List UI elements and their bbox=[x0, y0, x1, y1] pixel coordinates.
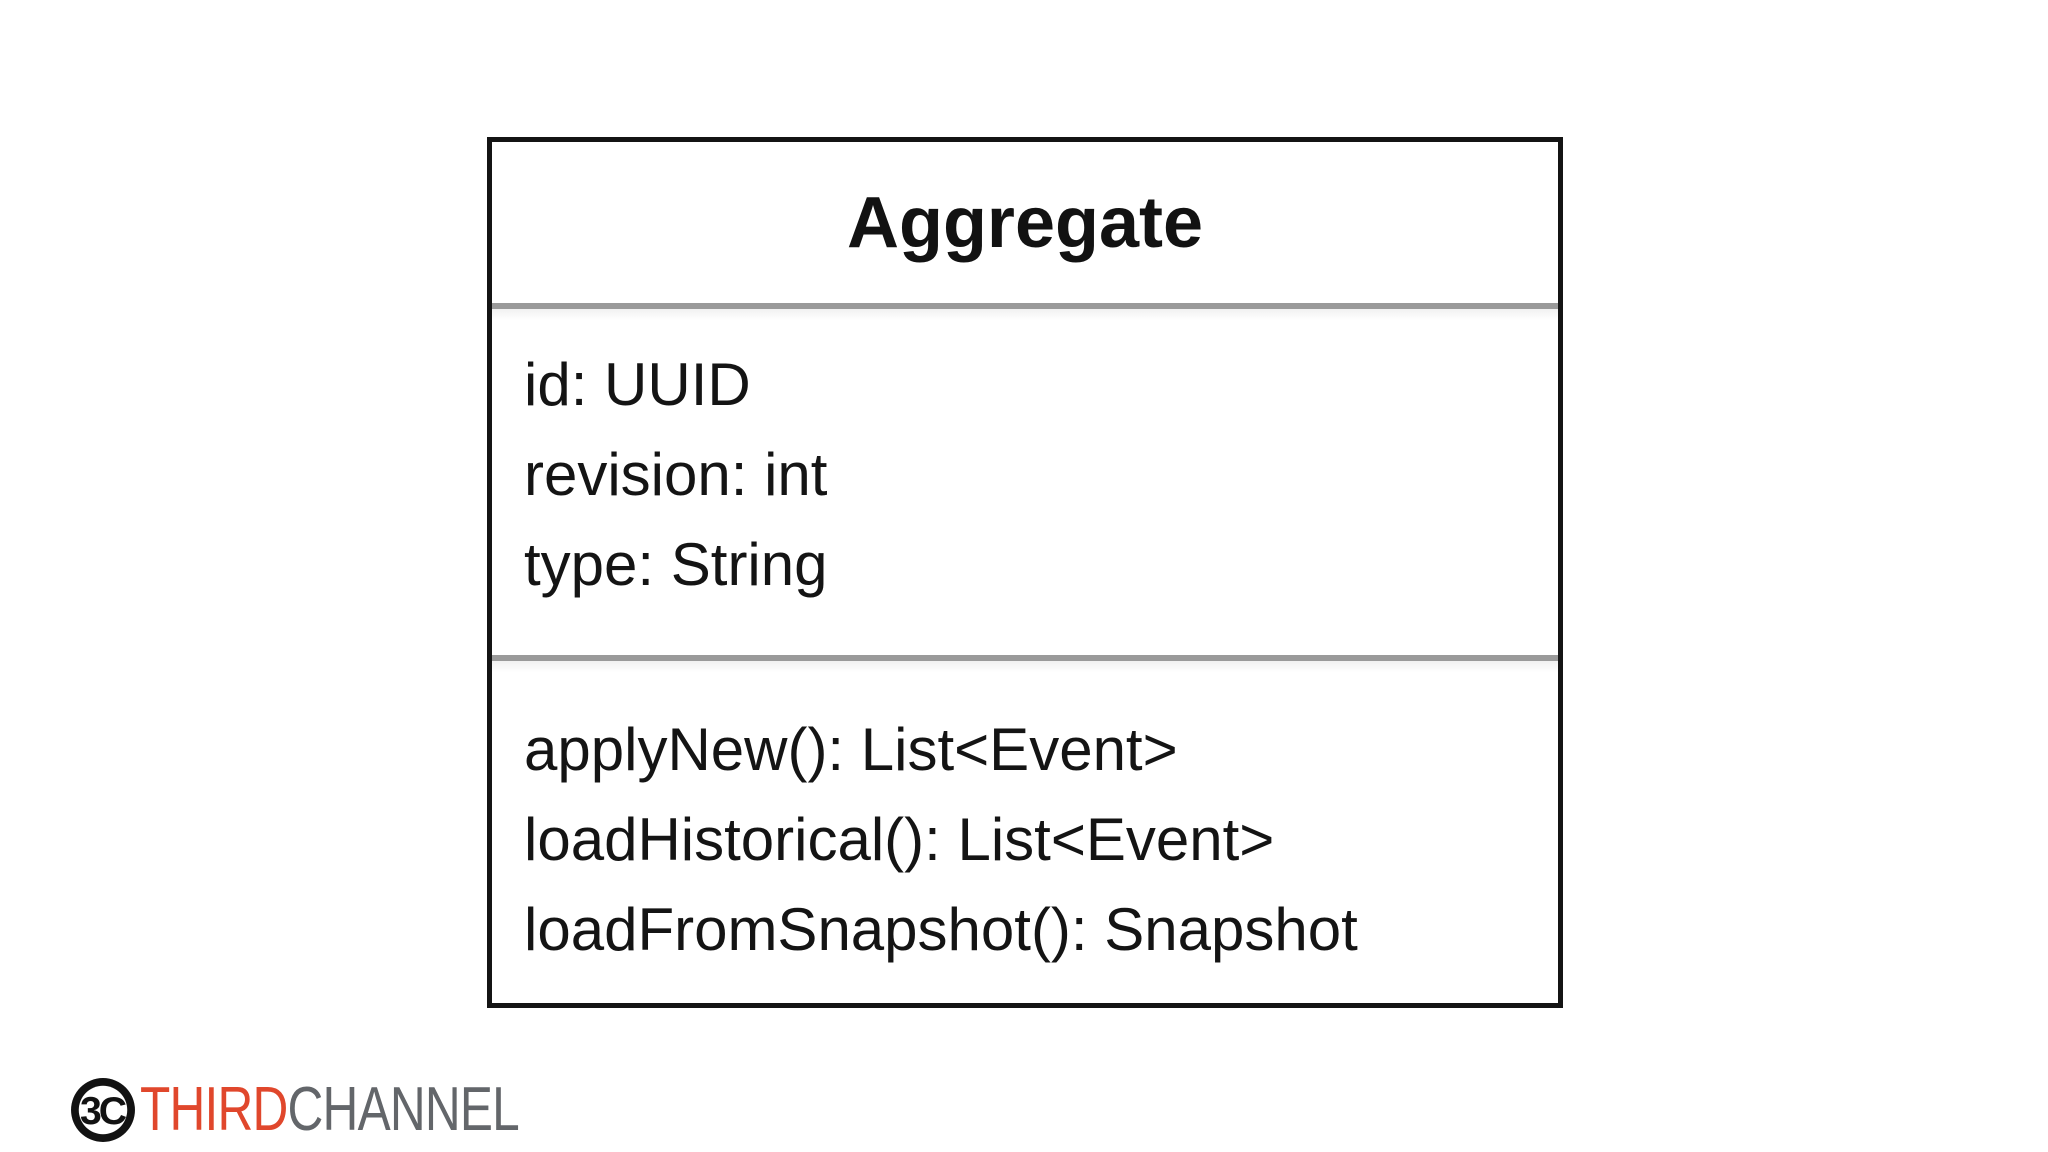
class-name-title: Aggregate bbox=[846, 182, 1204, 263]
attribute-row: id: UUID bbox=[524, 351, 751, 418]
attributes-methods-divider bbox=[492, 655, 1558, 673]
uml-class-box: Aggregate id: UUID revision: int type: S… bbox=[487, 137, 1563, 1008]
logo-wordmark: THIRDCHANNEL bbox=[140, 1075, 520, 1144]
svg-text:3C: 3C bbox=[80, 1090, 127, 1133]
attribute-row: type: String bbox=[524, 531, 828, 598]
method-row: loadHistorical(): List<Event> bbox=[524, 806, 1275, 873]
thirdchannel-logo: 3C THIRDCHANNEL bbox=[70, 1077, 614, 1143]
method-row: loadFromSnapshot(): Snapshot bbox=[524, 896, 1358, 963]
method-row: applyNew(): List<Event> bbox=[524, 716, 1178, 783]
logo-text-third: THIRD bbox=[140, 1075, 288, 1144]
title-attributes-divider bbox=[492, 303, 1558, 321]
logo-text-channel: CHANNEL bbox=[287, 1075, 520, 1144]
attributes-section: id: UUID revision: int type: String bbox=[492, 321, 1558, 655]
methods-section: applyNew(): List<Event> loadHistorical()… bbox=[492, 673, 1558, 1003]
attribute-row: revision: int bbox=[524, 441, 828, 508]
thirdchannel-3c-icon: 3C bbox=[71, 1078, 135, 1142]
